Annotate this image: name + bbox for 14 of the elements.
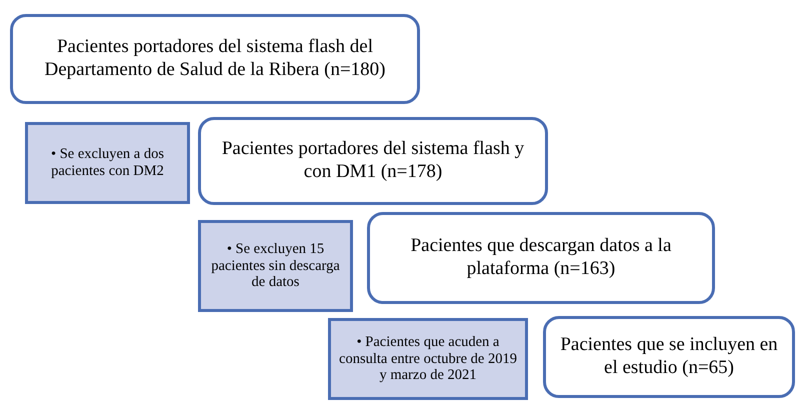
box-text: Pacientes que se incluyen en el estudio (n=65) — [559, 334, 779, 380]
exclusion-text: • Se excluyen a dos pacientes con DM2 — [50, 146, 165, 180]
process-box — [198, 117, 548, 205]
exclusion-text: • Se excluyen 15 pacientes sin descarga de datos — [210, 240, 341, 291]
process-box — [10, 14, 420, 104]
box-text: Pacientes portadores del sistema flash y con DM1 (n=178) — [220, 138, 526, 184]
exclusion-box — [25, 122, 190, 204]
box-text: Pacientes portadores del sistema flash del Departamento de Salud de la Ribera (n=180) — [44, 36, 386, 82]
process-box — [543, 316, 795, 398]
exclusion-box — [328, 318, 528, 400]
process-box — [367, 212, 715, 304]
exclusion-box — [198, 220, 353, 312]
exclusion-text: • Pacientes que acuden a consulta entre octubre de 2019 y marzo de 2021 — [338, 334, 518, 384]
box-text: Pacientes que descargan datos a la plataforma (n=163) — [410, 235, 672, 281]
